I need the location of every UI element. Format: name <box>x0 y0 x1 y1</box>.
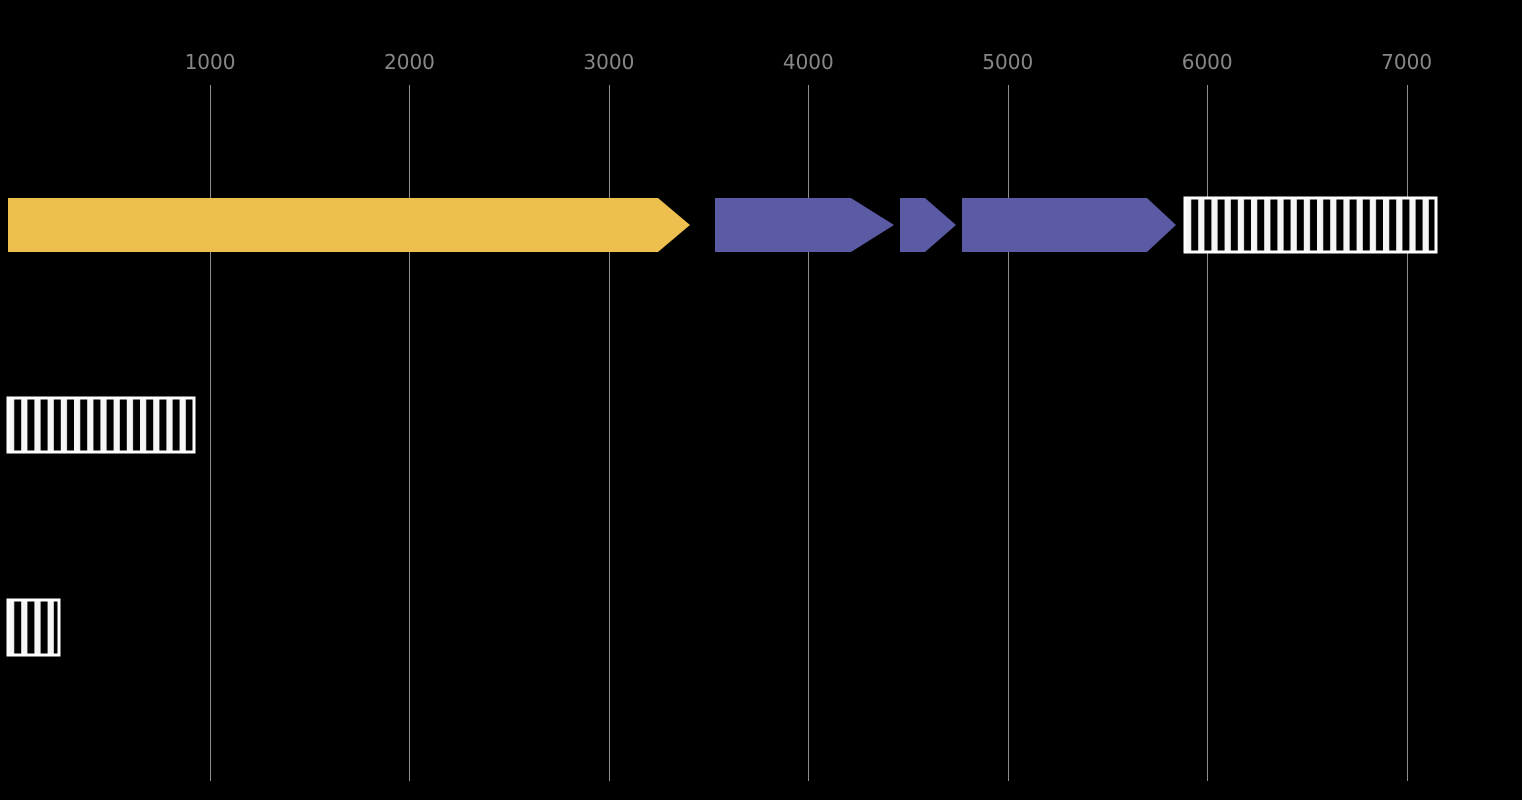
gridline-6000 <box>1207 85 1208 781</box>
tick-label-2000: 2000 <box>384 50 435 74</box>
tick-label-7000: 7000 <box>1381 50 1433 74</box>
feature-shape <box>6 598 61 657</box>
tick-label-3000: 3000 <box>583 50 635 74</box>
gridline-7000 <box>1407 85 1408 781</box>
feature-arrow-right-solid[interactable] <box>715 198 894 252</box>
gridline-4000 <box>808 85 809 781</box>
tick-label-5000: 5000 <box>982 50 1034 74</box>
feature-arrow-right-solid[interactable] <box>900 198 956 252</box>
feature-arrow-right-solid[interactable] <box>8 198 690 252</box>
feature-shape <box>6 396 196 454</box>
feature-rect-hatched[interactable] <box>6 598 61 657</box>
feature-shape <box>1183 196 1438 254</box>
feature-shape <box>8 198 690 252</box>
gridline-3000 <box>609 85 610 781</box>
feature-rect-hatched[interactable] <box>1183 196 1438 254</box>
feature-arrow-right-solid[interactable] <box>962 198 1176 252</box>
gridline-1000 <box>210 85 211 781</box>
gridline-5000 <box>1008 85 1009 781</box>
tick-label-6000: 6000 <box>1181 50 1233 74</box>
feature-shape <box>715 198 894 252</box>
gridline-2000 <box>409 85 410 781</box>
tick-label-1000: 1000 <box>184 50 236 74</box>
feature-shape <box>900 198 956 252</box>
tick-label-4000: 4000 <box>782 50 834 74</box>
feature-shape <box>962 198 1176 252</box>
feature-rect-hatched[interactable] <box>6 396 196 454</box>
